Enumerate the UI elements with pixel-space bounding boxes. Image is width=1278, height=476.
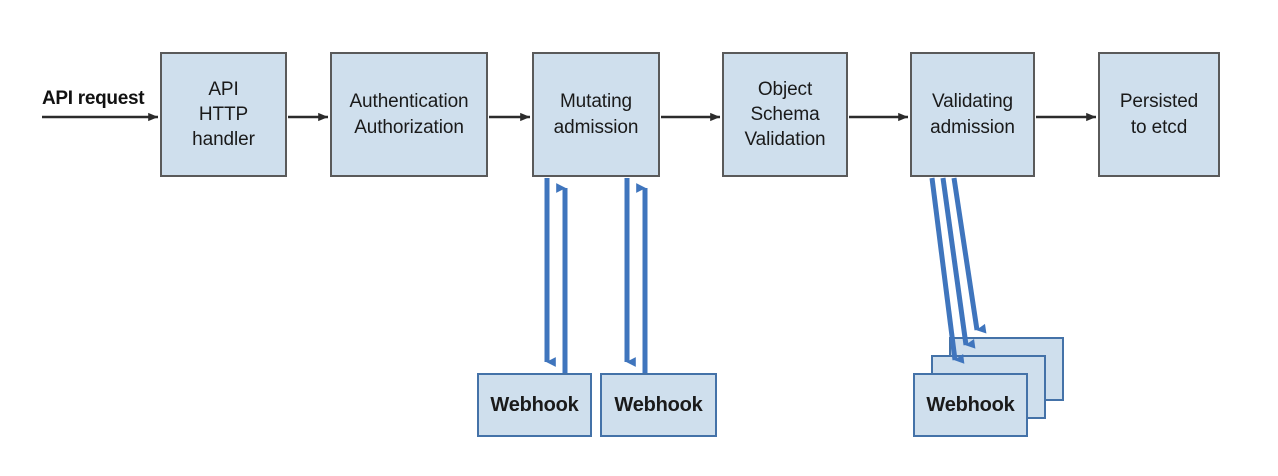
webhook-label: Webhook [614,393,703,416]
mutating-webhook-1-call [544,178,568,373]
webhook-mutating-1[interactable]: Webhook [477,373,592,437]
validating-webhook-calls [929,177,987,364]
webhook-validating-stack[interactable]: Webhook [913,373,1028,437]
stage-label: API HTTP handler [192,78,255,151]
stage-label: Validating admission [930,91,1015,138]
stage-label: Persisted to etcd [1119,91,1199,138]
stage-validating-admission[interactable]: Validating admission [910,52,1035,177]
webhook-label: Webhook [490,393,579,416]
stage-authentication-authorization[interactable]: Authentication Authorization [330,52,488,177]
stage-label: Mutating admission [553,91,639,138]
stage-object-schema-validation[interactable]: Object Schema Validation [722,52,848,177]
webhook-label: Webhook [926,393,1015,416]
stage-label: Authentication Authorization [349,91,469,138]
stage-persisted-to-etcd[interactable]: Persisted to etcd [1098,52,1220,177]
stage-label: Object Schema Validation [744,78,826,151]
stage-mutating-admission[interactable]: Mutating admission [532,52,660,177]
stage-api-http-handler[interactable]: API HTTP handler [160,52,287,177]
webhook-mutating-2[interactable]: Webhook [600,373,717,437]
api-request-label: API request [42,88,145,109]
mutating-webhook-2-call [624,178,648,373]
